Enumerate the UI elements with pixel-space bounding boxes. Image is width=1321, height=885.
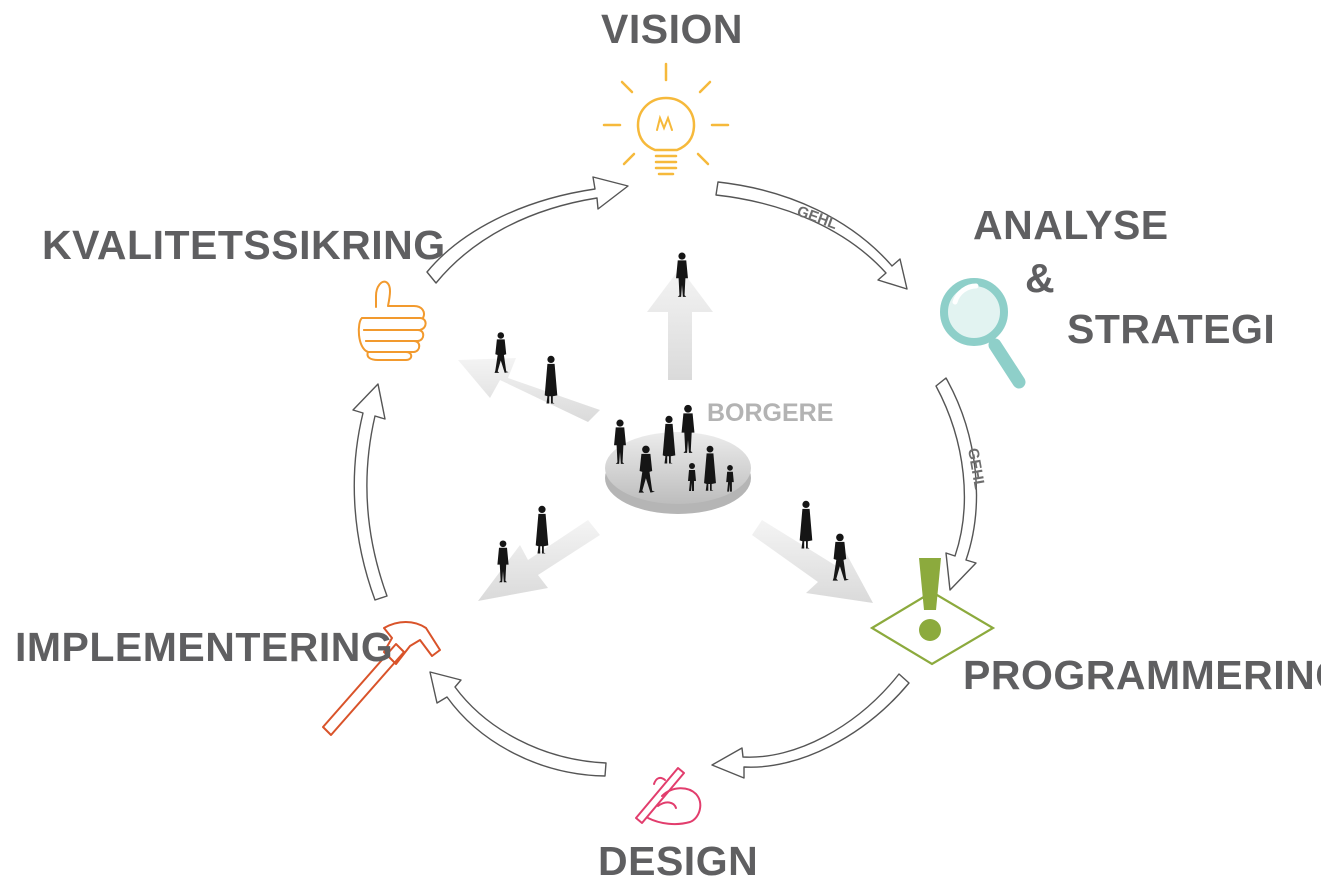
inner-arrow-downright xyxy=(752,520,873,603)
arrow-kvalitet-to-vision xyxy=(426,176,629,284)
inner-arrow-upleft xyxy=(458,358,600,422)
thumbs-up-icon xyxy=(357,280,427,361)
arrow-analyse-to-programmering xyxy=(935,377,978,591)
arrow-vision-to-analyse xyxy=(715,181,908,290)
lightbulb-icon xyxy=(602,62,730,176)
stage-label-strategi: STRATEGI xyxy=(1067,306,1276,352)
stage-label-analyse: ANALYSE xyxy=(973,202,1169,248)
stage-label-vision: VISION xyxy=(601,6,743,52)
cycle-arrows xyxy=(352,176,978,779)
inner-arrow-downleft xyxy=(478,520,600,601)
stage-label-implementering: IMPLEMENTERING xyxy=(15,624,394,670)
gehl-note-2: GEHL xyxy=(964,447,988,491)
stage-label-programmering: PROGRAMMERING xyxy=(963,652,1321,698)
magnifier-icon xyxy=(940,278,1026,389)
hammer-icon xyxy=(322,621,441,736)
person-silhouette xyxy=(535,505,549,554)
arrow-design-to-implementering xyxy=(429,671,607,777)
inner-arrows xyxy=(458,268,873,603)
arrow-implementering-to-kvalitet xyxy=(352,383,388,601)
gehl-note-1: GEHL xyxy=(795,203,840,233)
hand-pen-icon xyxy=(635,767,702,826)
stage-label-design: DESIGN xyxy=(598,838,759,884)
stage-label-ampersand: & xyxy=(1025,255,1056,301)
stage-label-kvalitetssikring: KVALITETSSIKRING xyxy=(42,222,446,268)
inner-arrow-up xyxy=(647,268,713,380)
arrow-programmering-to-design xyxy=(711,673,910,779)
exclamation-icon xyxy=(869,558,996,666)
center-label-borgere: BORGERE xyxy=(707,399,834,427)
person-silhouette xyxy=(799,500,813,549)
